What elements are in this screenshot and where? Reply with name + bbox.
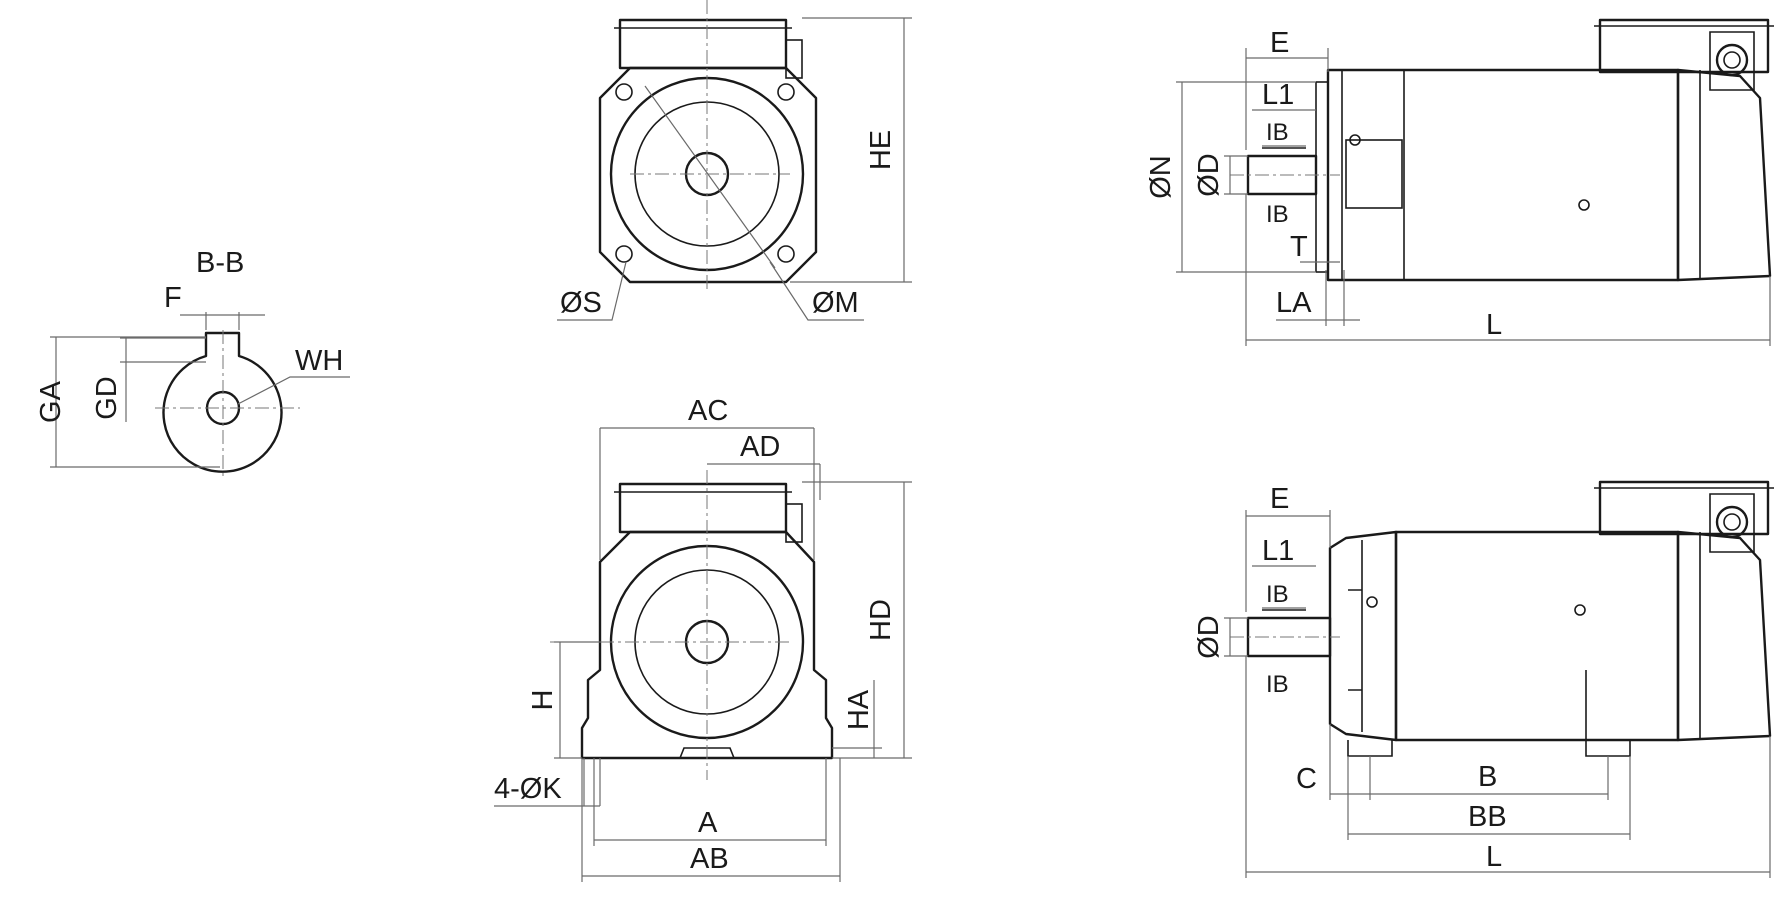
- label-c: C: [1296, 763, 1317, 795]
- label-a: A: [698, 807, 718, 839]
- label-ib3: IB: [1266, 581, 1289, 608]
- label-f: F: [164, 282, 182, 314]
- label-ha: HA: [843, 689, 875, 730]
- label-s: ØS: [560, 287, 602, 319]
- label-bb: BB: [1468, 801, 1507, 833]
- label-b: B: [1478, 761, 1497, 793]
- label-ib2: IB: [1266, 201, 1289, 228]
- label-e2: E: [1270, 483, 1289, 515]
- label-section-bb: B-B: [196, 247, 244, 279]
- label-d2: ØD: [1193, 615, 1225, 659]
- label-l1-1: L1: [1262, 79, 1294, 111]
- flange-outline: [598, 66, 818, 284]
- cable-gland: [1715, 43, 1749, 77]
- label-ad: AD: [740, 431, 780, 463]
- label-n: ØN: [1145, 155, 1177, 199]
- label-e1: E: [1270, 27, 1289, 59]
- front-view-foot: AC AD HD HA H 4-ØK A AB: [494, 395, 912, 882]
- rear-cover-2: [1676, 530, 1772, 742]
- label-ib1: IB: [1266, 119, 1289, 146]
- label-l-top: L: [1486, 309, 1502, 341]
- label-h: H: [527, 690, 559, 711]
- label-l-bottom: L: [1486, 841, 1502, 873]
- terminal-box-side: [1598, 18, 1770, 74]
- motor-body-side-2: [1394, 530, 1680, 742]
- label-he: HE: [865, 130, 897, 170]
- section-bb-view: B-B F WH GA GD: [35, 247, 350, 480]
- side-view-foot: E L1 IB ØD IB C B BB L: [1193, 480, 1774, 878]
- label-ib4: IB: [1266, 671, 1289, 698]
- label-hd: HD: [865, 599, 897, 641]
- label-ac: AC: [688, 395, 728, 427]
- side-view-flange: E L1 IB ØN ØD IB T LA L: [1145, 18, 1774, 346]
- motor-body-side: [1326, 68, 1680, 282]
- label-d1: ØD: [1193, 153, 1225, 197]
- shaft-section-outline: [162, 331, 283, 473]
- front-view-flange: HE ØS ØM: [557, 0, 912, 321]
- label-ga: GA: [35, 380, 67, 423]
- cable-gland-2: [1715, 505, 1749, 539]
- label-ab: AB: [690, 843, 729, 875]
- terminal-box-side-2: [1598, 480, 1770, 536]
- label-l1-2: L1: [1262, 535, 1294, 567]
- rear-cover: [1676, 68, 1772, 282]
- label-la: LA: [1276, 287, 1312, 319]
- label-wh: WH: [295, 345, 343, 377]
- label-t: T: [1290, 231, 1308, 263]
- label-m: ØM: [812, 287, 859, 319]
- front-flange-foot: [1328, 530, 1398, 742]
- label-gd: GD: [91, 376, 123, 420]
- label-k: 4-ØK: [494, 773, 562, 805]
